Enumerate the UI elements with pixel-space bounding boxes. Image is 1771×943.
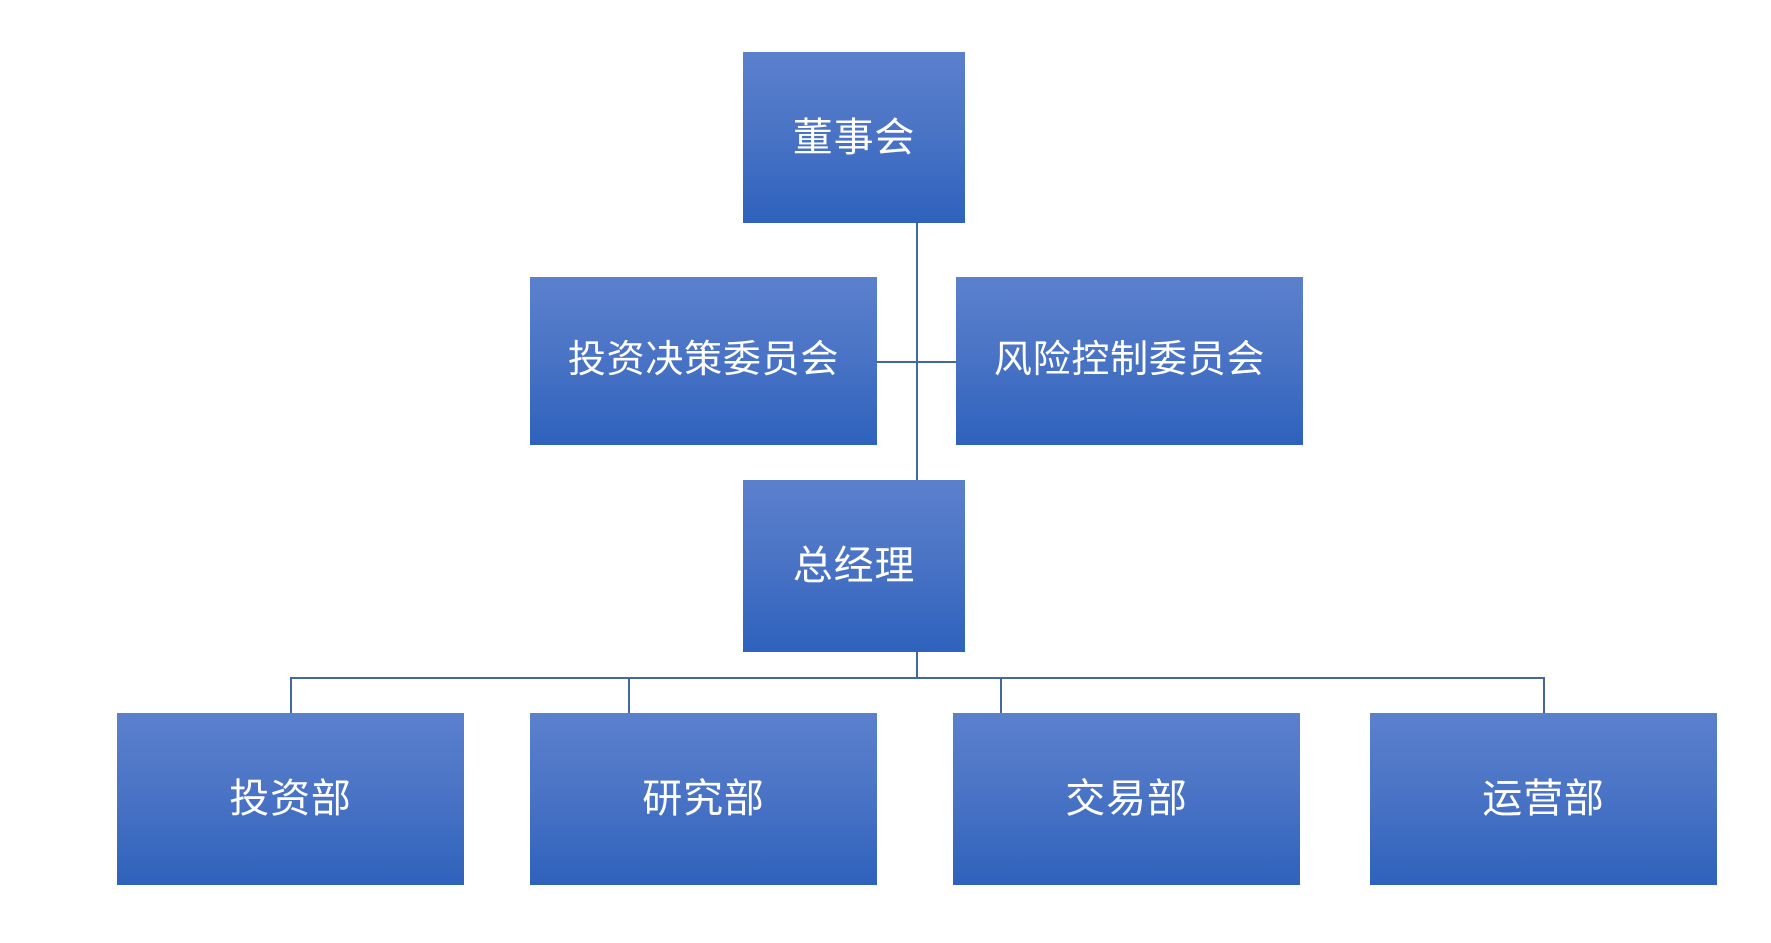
connector-tie-right [916,361,957,363]
node-label-department-research: 研究部 [642,777,765,821]
node-label-department-investment: 投资部 [229,777,352,821]
connector-stub-dept-1 [628,677,630,713]
node-general-manager[interactable]: 总经理 [743,480,965,652]
node-label-general-manager: 总经理 [792,544,916,588]
connector-tie-left [877,361,917,363]
node-label-department-operations: 运营部 [1482,777,1605,821]
node-risk-control-committee[interactable]: 风险控制委员会 [956,277,1303,445]
connector-gm-drop [916,652,918,678]
node-department-trading[interactable]: 交易部 [953,713,1300,885]
connector-stub-dept-3 [1543,677,1545,713]
connector-board-to-committees [916,223,918,362]
node-label-department-trading: 交易部 [1065,777,1188,821]
connector-committees-to-gm [916,362,918,480]
connector-department-bus [290,677,1544,679]
node-label-board-of-directors: 董事会 [792,115,916,160]
node-board-of-directors[interactable]: 董事会 [743,52,965,223]
node-department-operations[interactable]: 运营部 [1370,713,1717,885]
connector-stub-dept-2 [1000,677,1002,713]
node-label-investment-decision-committee: 投资决策委员会 [567,339,840,382]
node-investment-decision-committee[interactable]: 投资决策委员会 [530,277,877,445]
connector-stub-dept-0 [290,677,292,713]
node-label-risk-control-committee: 风险控制委员会 [993,339,1266,382]
node-department-investment[interactable]: 投资部 [117,713,464,885]
node-department-research[interactable]: 研究部 [530,713,877,885]
